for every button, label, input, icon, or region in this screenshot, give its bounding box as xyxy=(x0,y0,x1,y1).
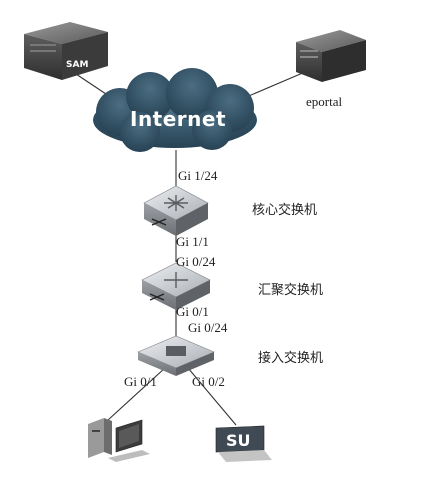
switch-arrows-icon xyxy=(164,272,188,288)
access-port-top: Gi 0/24 xyxy=(188,320,228,335)
eportal-label: eportal xyxy=(306,94,342,109)
core-port-top: Gi 1/24 xyxy=(178,168,218,183)
aggregation-switch xyxy=(141,262,211,310)
sam-label: SAM xyxy=(66,60,88,70)
switch-cross-icon xyxy=(151,218,167,226)
su-terminal: SU xyxy=(215,425,272,462)
su-label: SU xyxy=(226,431,251,450)
pc-client xyxy=(88,418,150,462)
aggregation-port-bottom: Gi 0/1 xyxy=(176,304,209,319)
switch-cross-icon xyxy=(149,293,165,301)
aggregation-switch-label: 汇聚交换机 xyxy=(258,282,323,298)
access-port-right: Gi 0/2 xyxy=(192,374,225,389)
switch-arrows-icon xyxy=(164,195,188,211)
aggregation-port-top: Gi 0/24 xyxy=(176,254,216,269)
internet-cloud: Internet xyxy=(93,68,257,152)
eportal-server: eportal xyxy=(296,30,366,109)
access-port-left: Gi 0/1 xyxy=(124,374,157,389)
core-switch xyxy=(143,185,209,236)
access-port-block-icon xyxy=(166,346,186,356)
internet-label: Internet xyxy=(130,107,226,131)
access-switch-label: 接入交换机 xyxy=(258,350,323,366)
access-to-pc-link xyxy=(107,367,166,421)
core-port-bottom: Gi 1/1 xyxy=(176,234,209,249)
access-to-su-link xyxy=(187,367,237,426)
core-switch-label: 核心交换机 xyxy=(252,202,317,218)
sam-server: SAM xyxy=(24,22,108,80)
access-switch xyxy=(137,335,215,376)
